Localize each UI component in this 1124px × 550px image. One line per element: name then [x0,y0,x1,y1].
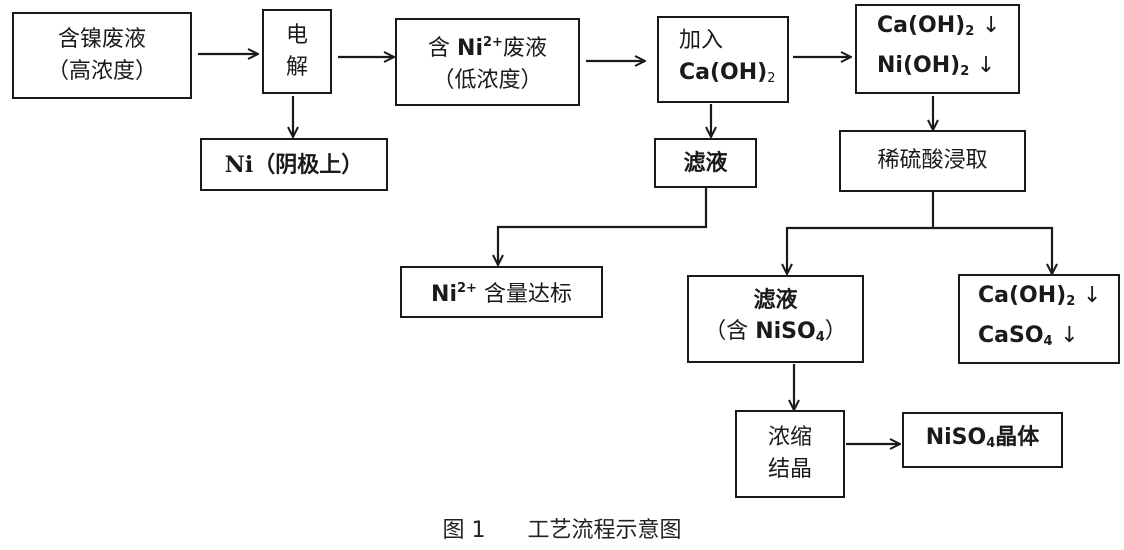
node-filtrate-1: 滤液 [654,138,757,188]
arrow-leach-to-filtrate2 [787,192,935,274]
waste-low-line2: （低浓度） [432,68,543,93]
concentrate-line1: 浓缩 [767,425,812,450]
arrow-leach-to-precipitate2 [933,226,1052,274]
precipitate-1-formula1: Ca(OH) [877,13,966,38]
precipitate-down-arrow-icon: ↓ [981,13,1001,38]
waste-high-line2: （高浓度） [46,58,157,84]
waste-low-suffix: 废液 [502,36,547,61]
precipitate-2-formula2: CaSO [978,323,1044,348]
niso4-crystal-sub: 4 [986,435,996,451]
node-precipitate-2: Ca(OH)2 ↓ CaSO4 ↓ [958,274,1120,364]
filtrate-2-line2: （含 NiSO4） [704,316,847,354]
ni-standard-text: Ni2+ 含量达标 [431,273,572,311]
filtrate-2-sub: 4 [815,330,825,345]
caption-label: 图 1 [442,518,486,543]
node-ni-cathode: Ni（阴极上） [200,138,388,191]
electrolysis-line2: 解 [285,54,308,80]
filtrate-2-line1: 滤液 [753,287,798,313]
waste-low-line1: 含 Ni2+废液 [428,27,547,65]
precipitate-1-line2: Ni(OH)2 ↓ [877,49,995,89]
precipitate-2-line1: Ca(OH)2 ↓ [978,279,1101,319]
niso4-crystal-text: NiSO4晶体 [926,421,1040,460]
node-filtrate-2: 滤液 （含 NiSO4） [687,275,864,363]
add-caoh2-line1: 加入 [679,27,724,53]
waste-low-prefix: 含 [428,36,458,61]
ni-cathode-text: Ni（阴极上） [224,151,364,178]
niso4-crystal-formula: NiSO [925,424,987,450]
precipitate-2-sub1: 2 [1066,294,1076,309]
waste-high-line1: 含镍废液 [57,26,146,52]
add-caoh2-formula: Ca(OH) [679,59,768,85]
precipitate-2-line2: CaSO4 ↓ [978,319,1079,359]
node-ni-standard: Ni2+ 含量达标 [400,266,603,318]
ni-standard-ion: Ni [431,282,457,307]
add-caoh2-line2: Ca(OH)2 [679,57,776,95]
waste-low-ion: Ni [457,36,483,61]
concentrate-line2: 结晶 [767,457,812,482]
precipitate-1-sub1: 2 [965,24,975,39]
precipitate-2-sub2: 4 [1043,334,1053,349]
ni-standard-suffix: 含量达标 [476,282,572,307]
node-add-caoh2: 加入 Ca(OH)2 [657,16,789,103]
node-acid-leach: 稀硫酸浸取 [839,130,1026,192]
node-niso4-crystal: NiSO4晶体 [902,412,1063,468]
filtrate-2-suffix: ） [824,319,847,344]
precipitate-2-formula1: Ca(OH) [978,283,1067,308]
acid-leach-text: 稀硫酸浸取 [877,148,988,173]
precipitate-1-line1: Ca(OH)2 ↓ [877,9,1000,49]
precipitate-down-arrow-icon: ↓ [1060,323,1079,348]
waste-low-charge: 2+ [482,35,503,50]
niso4-crystal-suffix: 晶体 [995,423,1040,450]
precipitate-down-arrow-icon: ↓ [976,53,996,78]
node-concentrate: 浓缩 结晶 [735,410,845,498]
arrow-filtrate-to-standard [498,188,708,265]
filtrate-2-formula: NiSO [755,319,816,344]
add-caoh2-sub: 2 [767,70,776,86]
precipitate-down-arrow-icon: ↓ [1082,283,1102,308]
caption-title: 工艺流程示意图 [527,518,682,543]
node-waste-high: 含镍废液 （高浓度） [12,12,192,99]
node-waste-low: 含 Ni2+废液 （低浓度） [395,18,580,106]
node-electrolysis: 电 解 [262,9,332,94]
figure-caption: 图 1 工艺流程示意图 [0,512,1124,544]
filtrate-1-text: 滤液 [683,150,728,176]
filtrate-2-prefix: （含 [704,319,756,344]
electrolysis-line1: 电 [285,22,308,48]
precipitate-1-formula2: Ni(OH) [877,53,961,78]
precipitate-1-sub2: 2 [960,64,970,79]
node-precipitate-1: Ca(OH)2 ↓ Ni(OH)2 ↓ [855,4,1020,94]
ni-standard-charge: 2+ [457,281,477,296]
